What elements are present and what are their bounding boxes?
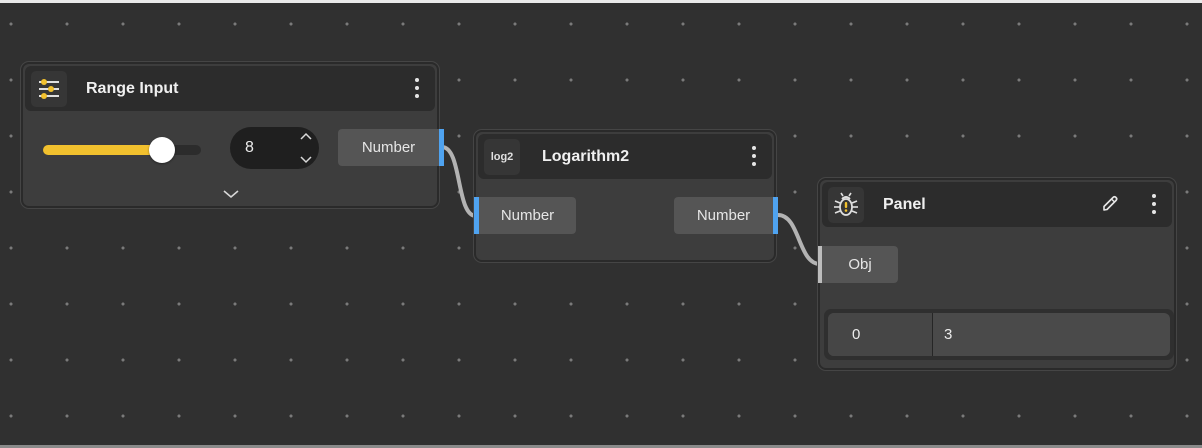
chevron-up-icon[interactable] bbox=[300, 132, 312, 140]
dot-icon bbox=[1152, 202, 1156, 206]
node-header[interactable]: Panel bbox=[822, 182, 1172, 227]
node-title: Panel bbox=[883, 195, 926, 213]
chevron-down-icon[interactable] bbox=[300, 156, 312, 164]
node-canvas[interactable] bbox=[0, 3, 1202, 445]
window-top-border bbox=[0, 0, 1202, 3]
range-slider[interactable] bbox=[43, 137, 201, 163]
number-stepper[interactable] bbox=[299, 132, 313, 164]
dot-icon bbox=[415, 78, 419, 82]
port-label: Number bbox=[361, 139, 416, 156]
output-port-number[interactable]: Number bbox=[338, 129, 444, 166]
output-port-number[interactable]: Number bbox=[674, 197, 778, 234]
slider-thumb[interactable] bbox=[149, 137, 175, 163]
window-bottom-border bbox=[0, 445, 1202, 448]
node-title: Logarithm2 bbox=[542, 147, 630, 165]
node-header[interactable]: Range Input bbox=[25, 66, 435, 111]
node-header[interactable]: log2 Logarithm2 bbox=[478, 134, 772, 179]
dot-icon bbox=[752, 154, 756, 158]
dot-icon bbox=[752, 162, 756, 166]
slider-fill bbox=[43, 145, 165, 155]
range-input-node[interactable]: Range Input 8 Number bbox=[21, 62, 444, 208]
node-menu-button[interactable] bbox=[413, 78, 421, 98]
dot-icon bbox=[752, 146, 756, 150]
node-menu-button[interactable] bbox=[750, 146, 758, 166]
dot-icon bbox=[1152, 194, 1156, 198]
number-input[interactable]: 8 bbox=[230, 127, 319, 169]
dot-icon bbox=[1152, 210, 1156, 214]
number-input-value[interactable]: 8 bbox=[245, 139, 254, 156]
node-title: Range Input bbox=[86, 79, 179, 97]
table-cell-index: 0 bbox=[828, 313, 933, 356]
node-menu-button[interactable] bbox=[1150, 194, 1158, 214]
logarithm2-node[interactable]: log2 Logarithm2 Number Number bbox=[474, 130, 778, 262]
input-port-obj[interactable]: Obj bbox=[818, 246, 898, 283]
sliders-icon bbox=[31, 70, 67, 107]
pencil-icon[interactable] bbox=[1100, 194, 1120, 214]
dot-icon bbox=[415, 86, 419, 90]
port-label: Number bbox=[696, 207, 751, 224]
port-label: Obj bbox=[848, 256, 872, 273]
table-row: 0 3 bbox=[828, 313, 1170, 356]
panel-node[interactable]: Panel Obj 0 3 bbox=[818, 178, 1176, 370]
table-cell-value: 3 bbox=[944, 326, 953, 343]
port-label: Number bbox=[500, 207, 555, 224]
dot-icon bbox=[415, 94, 419, 98]
bug-icon bbox=[828, 186, 864, 223]
log2-icon: log2 bbox=[484, 138, 520, 175]
input-port-number[interactable]: Number bbox=[474, 197, 576, 234]
panel-output-table: 0 3 bbox=[824, 309, 1174, 360]
expand-chevron-icon[interactable] bbox=[222, 188, 240, 200]
